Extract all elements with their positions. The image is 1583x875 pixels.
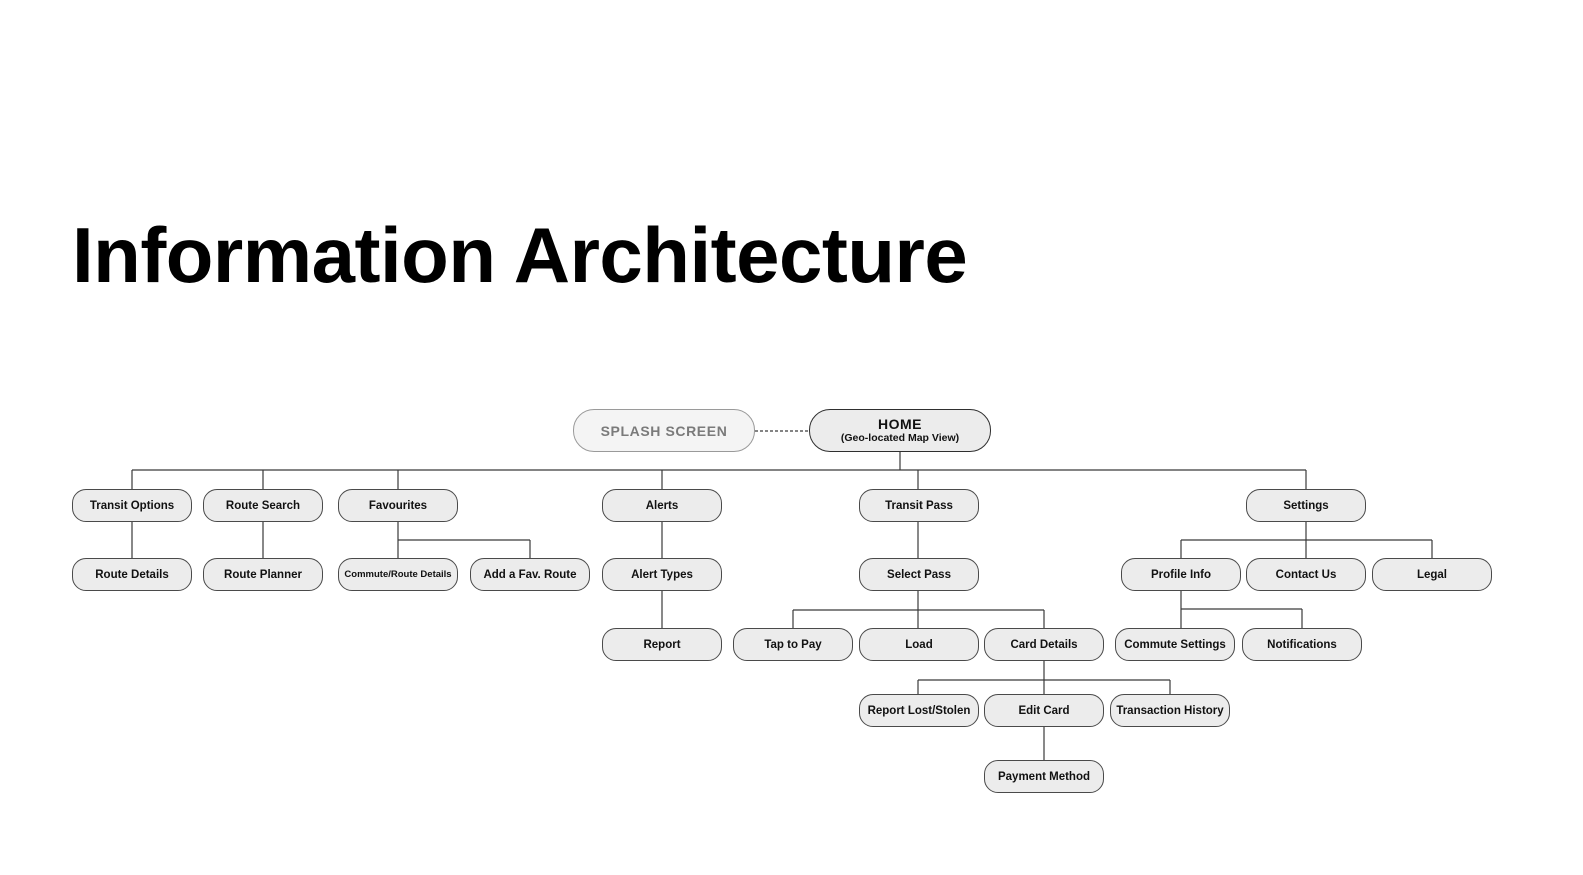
node-profile-info[interactable]: Profile Info	[1121, 558, 1241, 591]
node-route-planner[interactable]: Route Planner	[203, 558, 323, 591]
home-sublabel: (Geo-located Map View)	[840, 432, 960, 444]
node-report[interactable]: Report	[602, 628, 722, 661]
node-payment-method[interactable]: Payment Method	[984, 760, 1104, 793]
node-favourites[interactable]: Favourites	[338, 489, 458, 522]
node-splash-screen[interactable]: SPLASH SCREEN	[573, 409, 755, 452]
node-transit-pass[interactable]: Transit Pass	[859, 489, 979, 522]
node-route-search[interactable]: Route Search	[203, 489, 323, 522]
node-commute-settings[interactable]: Commute Settings	[1115, 628, 1235, 661]
node-add-fav-route[interactable]: Add a Fav. Route	[470, 558, 590, 591]
node-legal[interactable]: Legal	[1372, 558, 1492, 591]
node-edit-card[interactable]: Edit Card	[984, 694, 1104, 727]
node-notifications[interactable]: Notifications	[1242, 628, 1362, 661]
node-alerts[interactable]: Alerts	[602, 489, 722, 522]
node-load[interactable]: Load	[859, 628, 979, 661]
node-transaction-history[interactable]: Transaction History	[1110, 694, 1230, 727]
home-label: HOME	[878, 416, 922, 432]
node-alert-types[interactable]: Alert Types	[602, 558, 722, 591]
page-title: Information Architecture	[72, 211, 968, 299]
node-home[interactable]: HOME (Geo-located Map View)	[809, 409, 991, 452]
node-select-pass[interactable]: Select Pass	[859, 558, 979, 591]
node-card-details[interactable]: Card Details	[984, 628, 1104, 661]
node-route-details[interactable]: Route Details	[72, 558, 192, 591]
node-settings[interactable]: Settings	[1246, 489, 1366, 522]
node-commute-route-details[interactable]: Commute/Route Details	[338, 558, 458, 591]
node-transit-options[interactable]: Transit Options	[72, 489, 192, 522]
node-tap-to-pay[interactable]: Tap to Pay	[733, 628, 853, 661]
node-report-lost-stolen[interactable]: Report Lost/Stolen	[859, 694, 979, 727]
node-contact-us[interactable]: Contact Us	[1246, 558, 1366, 591]
